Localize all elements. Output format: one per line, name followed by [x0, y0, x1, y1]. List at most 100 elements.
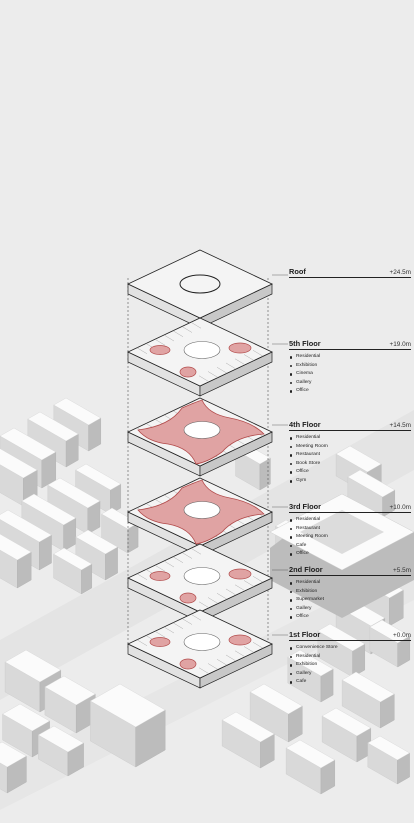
partition-line	[136, 573, 148, 580]
floor-label-2nd: 2nd Floor +5.5m Residential Exhibition S…	[289, 565, 411, 622]
partition-line	[243, 580, 255, 587]
floor-slab	[127, 249, 273, 329]
floor-name: 3rd Floor	[289, 502, 322, 511]
central-opening	[183, 633, 221, 651]
context-building	[221, 711, 275, 769]
program-item: Book Store	[289, 460, 411, 469]
floor-level: +5.5m	[393, 567, 411, 574]
floor-label-5th: 5th Floor +19.0m Residential Exhibition …	[289, 339, 411, 396]
program-item: Cafe	[289, 542, 411, 551]
partition-line	[163, 334, 175, 342]
program-item: Residential	[289, 434, 411, 443]
building-top-face	[75, 529, 119, 555]
context-building	[321, 707, 372, 763]
building-top-face	[287, 649, 334, 677]
partition-line	[163, 626, 175, 634]
building-top-face	[53, 547, 93, 571]
lightwell-void	[179, 592, 197, 604]
partition-line	[190, 322, 202, 329]
program-list: Residential Exhibition Cinema Gallery Of…	[289, 353, 411, 396]
context-building	[44, 675, 96, 734]
building-top-face	[347, 469, 396, 498]
lightwell-void	[149, 571, 171, 581]
floor-name: 4th Floor	[289, 420, 321, 429]
building-top-face	[369, 619, 411, 644]
context-building	[53, 547, 93, 595]
partition-line	[190, 548, 202, 555]
building-top-face	[335, 445, 382, 473]
partition-line	[136, 639, 148, 646]
building-top-face	[75, 463, 122, 491]
lightwell-void	[228, 634, 252, 646]
program-item: Exhibition	[289, 661, 411, 670]
partition-line	[207, 597, 219, 604]
program-item: Gallery	[289, 670, 411, 679]
building-top-face	[249, 683, 303, 715]
partition-line	[198, 667, 210, 674]
program-item: Residential	[289, 353, 411, 362]
partition-line	[154, 631, 166, 638]
program-item: Restaurant	[289, 451, 411, 460]
program-item: Cafe	[289, 678, 411, 687]
context-building	[0, 533, 32, 589]
partition-line	[154, 565, 166, 572]
program-item: Meeting Room	[289, 443, 411, 452]
floor-slab	[127, 397, 273, 477]
program-item: Cinema	[289, 370, 411, 379]
central-opening	[183, 567, 221, 585]
program-item: Office	[289, 387, 411, 396]
partition-line	[207, 663, 219, 670]
building-top-face	[27, 411, 79, 442]
floor-label-1st: 1st Floor +0.0m Convenience Store Reside…	[289, 630, 411, 687]
lightwell-void	[149, 345, 171, 355]
partition-line	[252, 576, 264, 583]
building-top-face	[0, 741, 27, 768]
building-top-face	[4, 649, 62, 683]
context-building	[0, 448, 38, 507]
context-building	[47, 477, 101, 535]
building-top-face	[341, 671, 395, 703]
context-building	[27, 411, 79, 468]
context-building	[317, 623, 366, 678]
building-top-face	[221, 711, 275, 743]
partition-line	[252, 350, 264, 357]
floor-level: +14.5m	[389, 422, 412, 429]
program-item: Exhibition	[289, 588, 411, 597]
lightwell-void	[228, 568, 252, 580]
program-list: Residential Exhibition Supermarket Galle…	[289, 579, 411, 622]
program-list: Residential Meeting Room Restaurant Book…	[289, 434, 411, 486]
slab-top-face	[127, 249, 273, 319]
floor-label-roof: Roof +24.5m	[289, 267, 411, 281]
building-top-face	[285, 739, 336, 769]
program-item: Office	[289, 550, 411, 559]
program-item: Gym	[289, 477, 411, 486]
floor-label-4th: 4th Floor +14.5m Residential Meeting Roo…	[289, 420, 411, 486]
floor-name: Roof	[289, 267, 306, 276]
program-item: Residential	[289, 653, 411, 662]
floor-name: 2nd Floor	[289, 565, 323, 574]
building-top-face	[0, 533, 32, 561]
floor-name: 1st Floor	[289, 630, 321, 639]
partition-line	[207, 371, 219, 378]
floor-level: +19.0m	[389, 341, 412, 348]
building-top-face	[0, 448, 38, 479]
partition-line	[234, 584, 246, 591]
partition-line	[172, 330, 184, 337]
partition-line	[225, 588, 237, 596]
building-top-face	[53, 397, 102, 426]
central-opening	[183, 501, 221, 519]
program-item: Office	[289, 468, 411, 477]
central-opening	[183, 341, 221, 359]
floor-level: +0.0m	[393, 632, 411, 639]
partition-line	[252, 642, 264, 649]
context-building	[287, 649, 334, 703]
building-top-face	[2, 703, 51, 732]
partition-line	[181, 618, 193, 625]
program-item: Gallery	[289, 379, 411, 388]
context-building	[53, 397, 102, 452]
partition-line	[163, 560, 175, 568]
partition-line	[172, 622, 184, 629]
program-item: Restaurant	[289, 525, 411, 534]
partition-line	[225, 362, 237, 370]
courtyard-block	[269, 493, 414, 618]
